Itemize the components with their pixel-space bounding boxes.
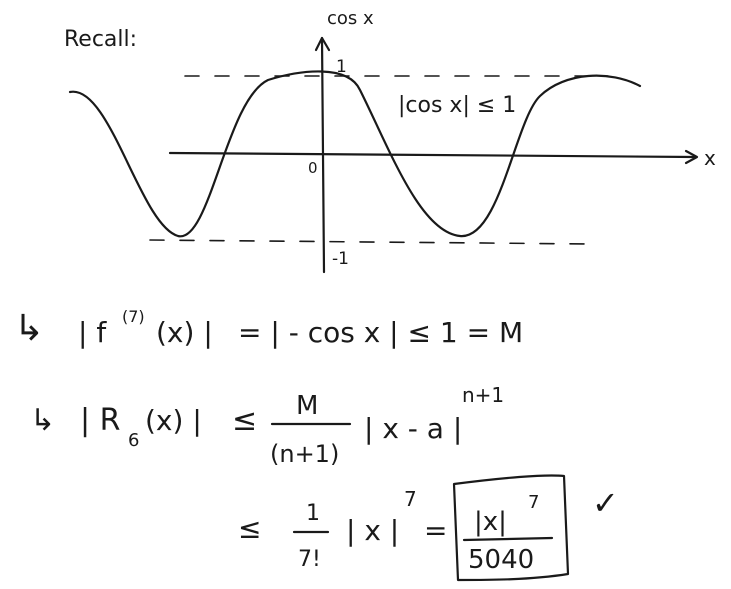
line1-superscript: (7) — [122, 307, 145, 326]
line3-factor: | x | — [346, 514, 399, 547]
line2-lhs: | R — [80, 403, 121, 438]
bound-annotation: |cos x| ≤ 1 — [398, 93, 516, 118]
check-mark-icon: ✓ — [592, 484, 619, 522]
origin-label: 0 — [308, 159, 318, 177]
line2-lhs-rest: (x) | — [145, 404, 202, 437]
line2-exponent: n+1 — [462, 383, 504, 407]
line2-factor: | x - a | — [364, 412, 462, 445]
line3-equals: = — [424, 514, 447, 547]
cosine-curve — [68, 70, 642, 238]
line2-fraction-denominator: (n+1) — [270, 440, 339, 468]
derivation-arrow-1: ↳ — [14, 308, 44, 349]
line3-leq: ≤ — [238, 512, 261, 545]
line2-subscript: 6 — [128, 430, 139, 451]
y-axis-arrowhead — [314, 36, 331, 52]
upper-tick-label: 1 — [336, 57, 347, 77]
x-axis-arrowhead — [684, 149, 699, 165]
line1-rest: = | - cos x | ≤ 1 = M — [238, 316, 523, 349]
boxed-denominator: 5040 — [468, 545, 534, 575]
boxed-numerator: |x| — [474, 507, 507, 537]
x-axis — [168, 151, 697, 159]
x-axis-label: x — [704, 146, 716, 170]
line3-fraction-numerator: 1 — [306, 501, 320, 526]
lower-tick-label: -1 — [332, 249, 349, 269]
recall-label: Recall: — [64, 27, 137, 52]
line2-leq: ≤ — [232, 403, 257, 438]
y-axis — [320, 36, 326, 274]
line1-lhs-rest: (x) | — [156, 316, 213, 349]
derivation-arrow-2: ↳ — [30, 403, 55, 438]
result-box — [452, 474, 570, 582]
line1-lhs: | f — [78, 316, 107, 349]
boxed-exponent: 7 — [528, 492, 539, 513]
line3-fraction-denominator: 7! — [298, 547, 321, 572]
line2-fraction-numerator: M — [296, 391, 318, 421]
lower-bound-dashed-line — [149, 239, 593, 245]
line3-exponent: 7 — [404, 487, 417, 511]
y-axis-label: cos x — [327, 8, 374, 29]
boxed-fraction-bar — [462, 536, 554, 542]
